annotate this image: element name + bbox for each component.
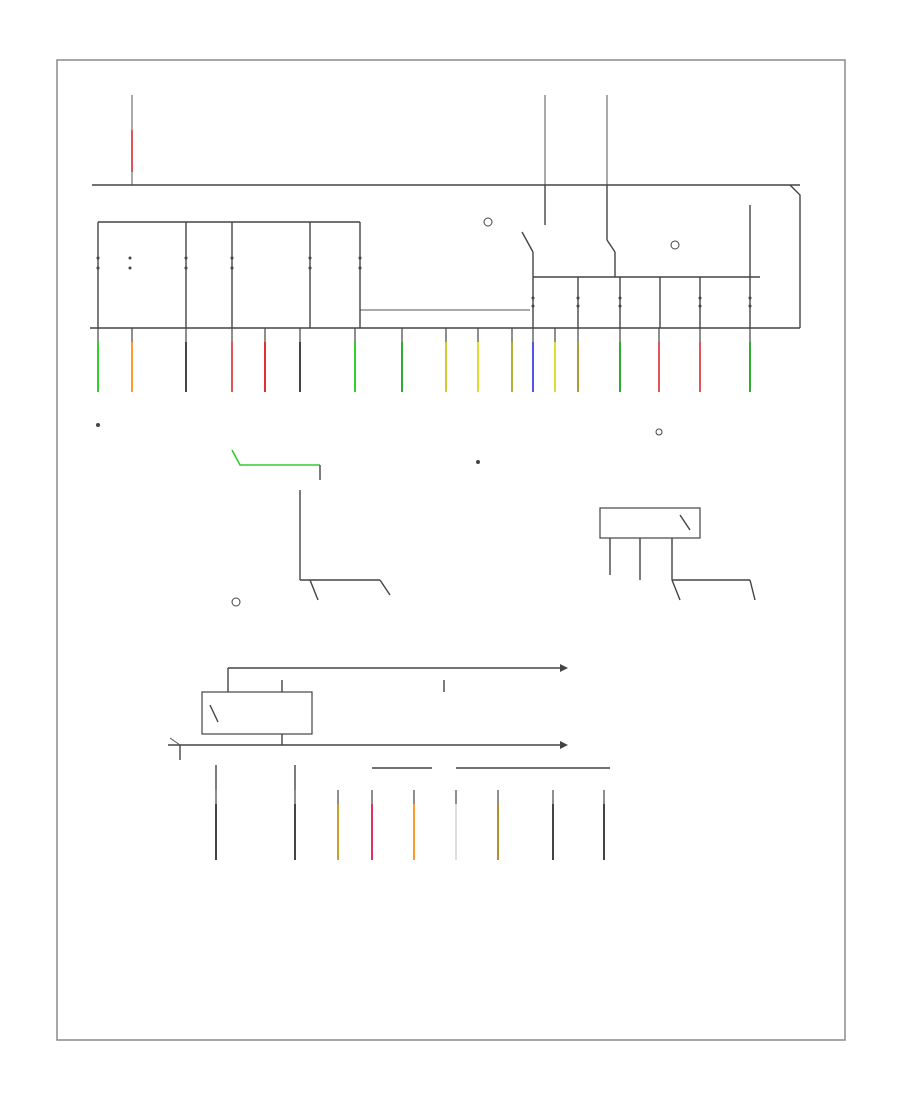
output-terminals [96,423,663,464]
fuse-drops-right [577,277,701,328]
branch-circuit [231,449,391,601]
relay-box [599,507,756,601]
bus-right-drop [789,184,801,328]
fuse-drops-left [97,222,361,328]
diagram-frame [56,59,846,1041]
upper-outputs [97,328,751,392]
lower-switch-block [168,597,568,760]
lower-outputs [215,790,605,860]
ignition-switch [483,185,751,328]
fuse-symbols [96,256,752,308]
